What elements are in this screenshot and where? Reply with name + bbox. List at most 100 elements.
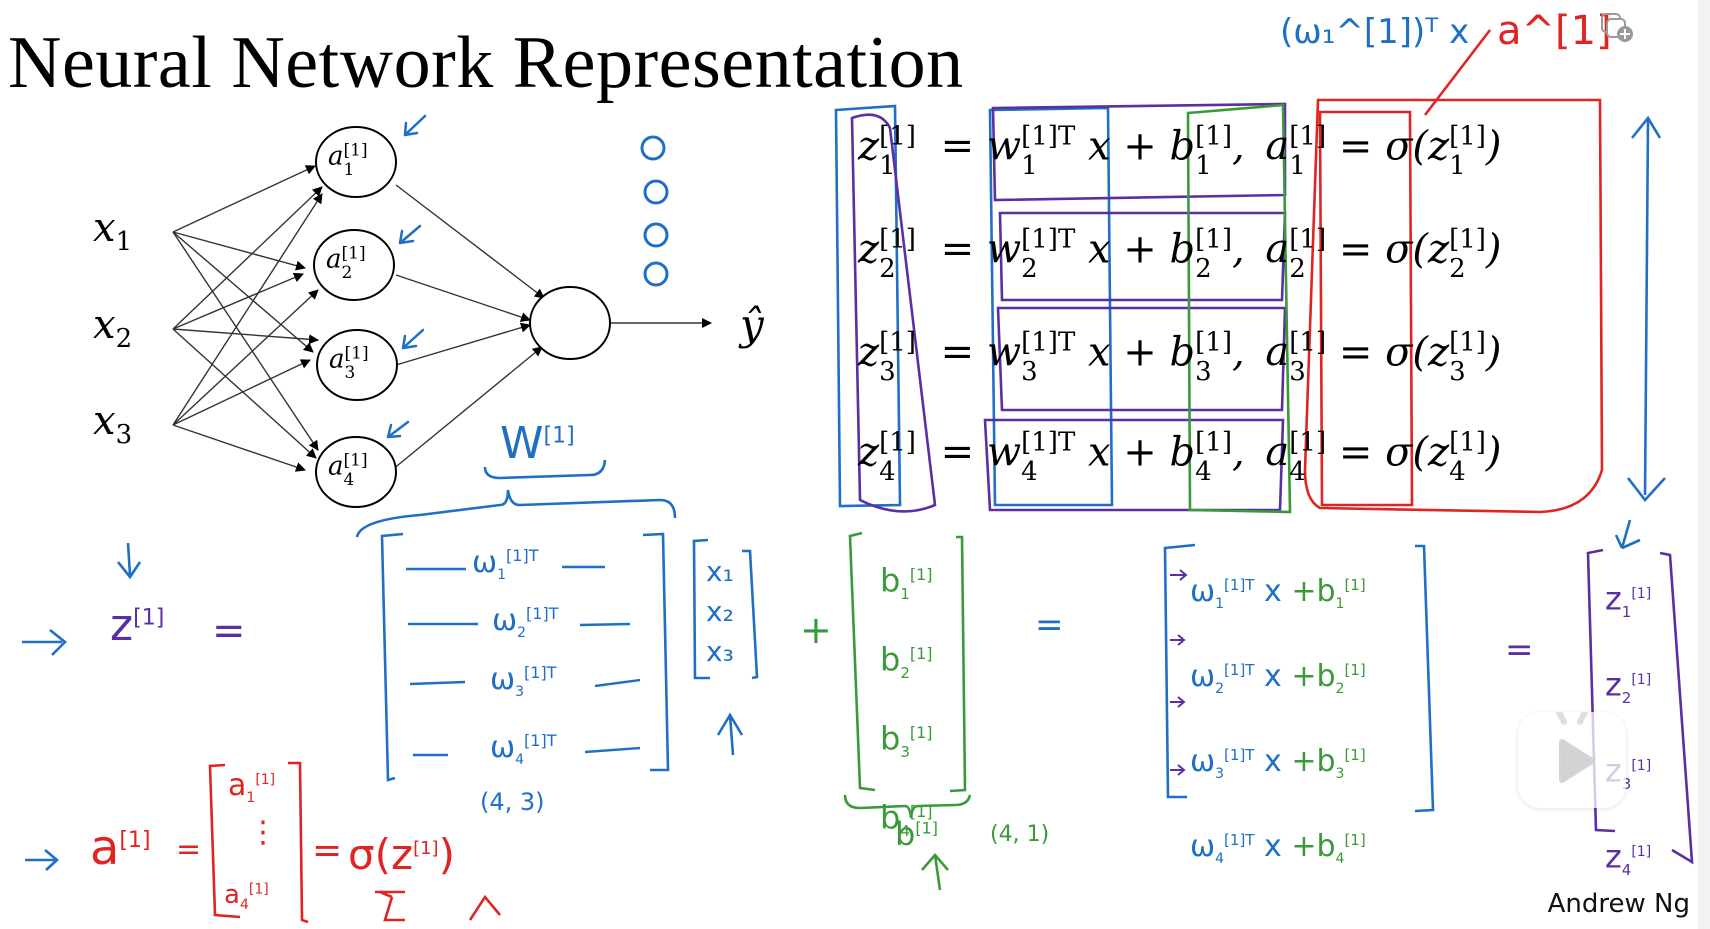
result-matrix: ω1[1]T x +b1[1] ω2[1]T x +b2[1] ω3[1]T x… [1190, 552, 1366, 892]
edge [172, 231, 319, 451]
a-vector-top: a1[1] [228, 768, 276, 806]
edge [172, 193, 323, 426]
activation-box-outer [1303, 98, 1604, 514]
b-vector-entry: b3[1] [880, 719, 933, 762]
b-up-arrow [921, 853, 949, 891]
w-small-brace [483, 459, 607, 480]
w-matrix-brackets [380, 532, 670, 782]
arrow-mark [401, 328, 425, 350]
small-arrow [1614, 519, 1641, 550]
vertical-range-arrow [1614, 115, 1666, 550]
arrow-mark [398, 224, 422, 245]
dash [409, 680, 466, 686]
result-row: ω2[1]T x +b2[1] [1190, 659, 1366, 697]
arrow-mark [386, 420, 410, 439]
b-vector: b1[1] b2[1] b3[1] b4[1] [880, 545, 933, 861]
edge [395, 184, 545, 299]
a-vector-bottom: a4[1] [224, 880, 269, 914]
unit-circle [643, 179, 669, 205]
output-node [529, 286, 611, 360]
range-arrowhead-down [1626, 477, 1666, 503]
x-vector-entry: x₁ [706, 555, 734, 588]
a1-label: a[1] [90, 820, 151, 876]
x-vector-entry: x₃ [706, 635, 734, 668]
w-row-4: ω4[1]T [490, 730, 557, 768]
result-row-arrows [1170, 569, 1188, 776]
b-shape: (4, 1) [990, 822, 1050, 847]
annotation-line [1423, 29, 1492, 116]
hidden-node-4 [315, 436, 397, 508]
b-vector-entry: b4[1] [880, 798, 933, 841]
plus-sign: + [800, 608, 832, 652]
unit-circle [643, 261, 669, 287]
b-vector-entry: b1[1] [880, 561, 933, 604]
arrow-left-z [22, 628, 67, 656]
slide-title: Neural Network Representation [8, 22, 964, 104]
network-edges [172, 165, 712, 472]
result-bracket-right [1414, 544, 1435, 813]
w-row-3: ω3[1]T [490, 662, 557, 700]
z-vector-brackets [1586, 548, 1694, 865]
w-matrix-label: W[1] [500, 418, 575, 469]
result-row: ω3[1]T x +b3[1] [1190, 744, 1366, 782]
scrollbar[interactable] [1698, 0, 1710, 929]
play-button[interactable] [1518, 703, 1626, 808]
a1-equals: = [176, 832, 202, 867]
hidden-node-markers [386, 114, 427, 439]
z-vector-entry: z4[1] [1605, 837, 1652, 880]
row-arrow [1170, 634, 1186, 646]
annotation-w1-transpose-x: (ω₁^[1])ᵀ x [1280, 12, 1470, 52]
edge [395, 274, 531, 322]
b-vector-brackets [843, 531, 972, 891]
edge [395, 322, 531, 366]
x-bracket-right [742, 549, 759, 680]
input-x1: x1 [93, 205, 133, 257]
row-box-4 [983, 418, 1285, 512]
w-braces [355, 459, 677, 538]
w-bracket-left [380, 532, 404, 782]
row-arrow [1170, 569, 1188, 581]
hidden-node-3 [316, 329, 398, 401]
unit-circle [643, 222, 669, 248]
row-box-2 [998, 211, 1287, 302]
edge [172, 359, 311, 426]
author-credit: Andrew Ng [1547, 889, 1690, 919]
add-to-collection-icon[interactable] [1600, 10, 1636, 44]
b-column-box [1186, 103, 1292, 514]
row-arrow [1170, 764, 1186, 776]
hidden-node-1 [315, 126, 397, 198]
input-x2: x2 [93, 302, 133, 354]
x-vector-entry: x₂ [706, 595, 734, 628]
z1-equals: = [212, 608, 246, 654]
w-shape: (4, 3) [480, 788, 545, 816]
a-vector-brackets [208, 761, 501, 924]
unit-circle [640, 135, 666, 161]
z-vector-entry: z2[1] [1605, 665, 1652, 708]
range-line [1643, 119, 1650, 496]
row-arrows [22, 542, 142, 871]
b-vector-label: b[1] [895, 815, 938, 853]
b-vector-entry: b2[1] [880, 640, 933, 683]
a-column-box [1318, 110, 1414, 507]
edge [172, 165, 316, 233]
w-matrix-dashes [406, 565, 641, 757]
z-bracket-right [1659, 551, 1694, 865]
a-vector-dots: ⋮ [248, 815, 278, 850]
hidden-label-3: a[1]3 [329, 343, 369, 383]
equation-highlights [834, 29, 1604, 514]
input-x3: x3 [93, 398, 133, 450]
equals-sign-middle: = [1035, 605, 1064, 645]
hidden-label-4: a[1]4 [328, 450, 368, 490]
edge [172, 272, 304, 330]
z-column-box-purple [850, 113, 937, 513]
a1-equals-2: = [312, 830, 343, 871]
dash [594, 678, 641, 688]
sigma-of-z1: σ(z[1]) [348, 830, 455, 879]
x-vector-brackets [692, 538, 759, 756]
dash [579, 622, 631, 627]
x-up-arrow [716, 712, 744, 756]
